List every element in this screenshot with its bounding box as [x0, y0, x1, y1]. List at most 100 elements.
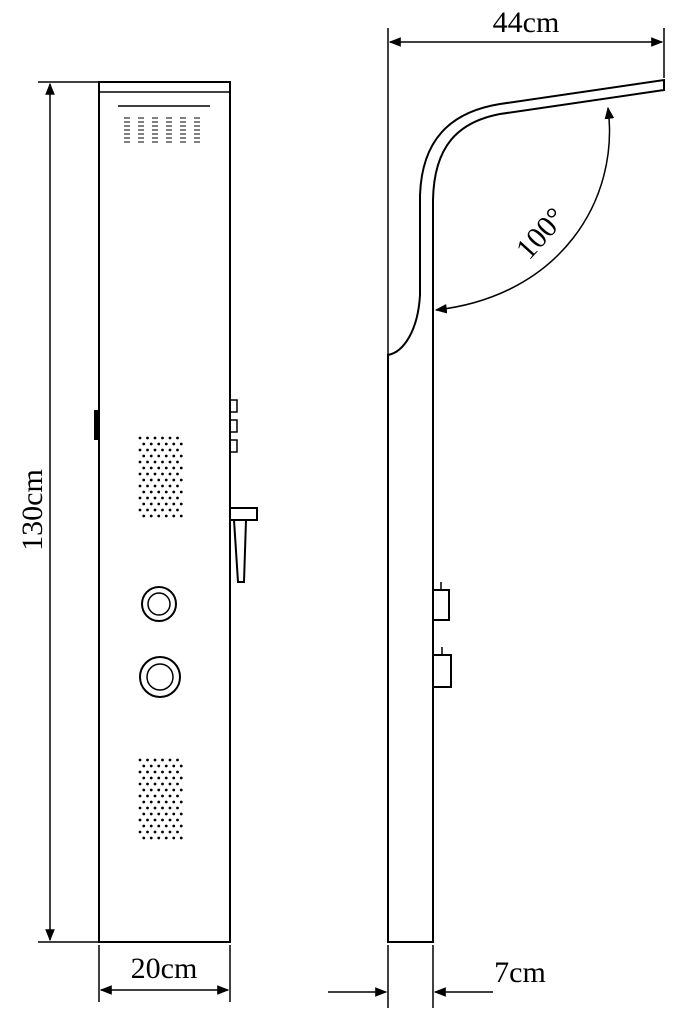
massage-jet-nozzle — [138, 508, 142, 512]
massage-jet-nozzle — [157, 442, 161, 446]
massage-jet-nozzle — [161, 508, 164, 512]
massage-jet-nozzle — [146, 806, 149, 810]
massage-jet-nozzle — [157, 812, 161, 816]
massage-jet-nozzle — [142, 824, 146, 828]
massage-jet-nozzle — [153, 770, 157, 774]
massage-jet-nozzle — [168, 818, 172, 822]
massage-jet-nozzle — [168, 472, 172, 476]
massage-jet-nozzle — [157, 764, 161, 768]
massage-jet-nozzle — [179, 776, 183, 780]
massage-jet-nozzle — [153, 472, 157, 476]
massage-jet-nozzle — [138, 436, 142, 440]
massage-jet-nozzle — [149, 454, 153, 458]
massage-jet-nozzle — [168, 484, 172, 488]
massage-jet-nozzle — [161, 758, 164, 762]
massage-jet-nozzle — [157, 824, 161, 828]
massage-jet-nozzle — [146, 830, 149, 834]
arm-angle-dimension: 100° — [434, 106, 615, 314]
massage-jet-nozzle — [176, 806, 179, 810]
massage-jet-nozzle — [142, 478, 146, 482]
massage-jet-nozzle — [153, 806, 157, 810]
massage-jet-nozzle — [153, 496, 157, 500]
massage-jet-nozzle — [168, 770, 172, 774]
massage-jet-nozzle — [149, 514, 153, 518]
massage-jet-nozzle — [157, 466, 161, 470]
massage-jet-nozzle — [164, 800, 168, 804]
massage-jet-nozzle — [176, 830, 179, 834]
massage-jet-nozzle — [179, 442, 183, 446]
massage-jet-nozzle — [146, 818, 149, 822]
massage-jet-nozzle — [172, 812, 176, 816]
massage-jet-nozzle — [149, 800, 153, 804]
massage-jet-nozzle — [138, 460, 142, 464]
massage-jet-nozzle — [153, 508, 157, 512]
massage-jet-nozzle — [179, 514, 183, 518]
massage-jet-nozzle — [142, 442, 146, 446]
massage-jet-nozzle — [164, 812, 168, 816]
massage-jet-nozzle — [161, 830, 164, 834]
massage-jet-nozzle — [146, 770, 149, 774]
massage-jet-nozzle — [176, 484, 179, 488]
side-panel-outline — [387, 78, 665, 943]
massage-jet-nozzle — [142, 836, 146, 840]
massage-jet-nozzle — [164, 478, 168, 482]
massage-jet-nozzle — [157, 800, 161, 804]
front-width-dimension: 20cm — [98, 945, 231, 1002]
massage-jet-nozzle — [142, 788, 146, 792]
massage-jet-nozzle — [138, 782, 142, 786]
massage-jet-nozzle — [153, 448, 157, 452]
arm-length-dimension-label: 44cm — [493, 6, 560, 39]
massage-jet-nozzle — [176, 818, 179, 822]
massage-jet-nozzle — [153, 758, 157, 762]
massage-jet-nozzle — [157, 514, 161, 518]
massage-jet-nozzle — [161, 472, 164, 476]
massage-jet-nozzle — [172, 800, 176, 804]
massage-jet-nozzle — [149, 824, 153, 828]
massage-jet-nozzle — [153, 484, 157, 488]
massage-jet-nozzle — [176, 496, 179, 500]
massage-jet-nozzle — [176, 448, 179, 452]
lower-massage-jets — [138, 758, 183, 840]
massage-jet-nozzle — [157, 836, 161, 840]
massage-jet-nozzle — [172, 466, 176, 470]
rain-shower-nozzles — [124, 117, 200, 143]
massage-jet-nozzle — [149, 836, 153, 840]
massage-jet-nozzle — [168, 794, 172, 798]
height-dimension-label: 130cm — [16, 469, 49, 551]
massage-jet-nozzle — [157, 490, 161, 494]
massage-jet-nozzle — [157, 788, 161, 792]
massage-jet-nozzle — [149, 478, 153, 482]
massage-jet-nozzle — [176, 472, 179, 476]
massage-jet-nozzle — [157, 454, 161, 458]
massage-jet-nozzle — [149, 764, 153, 768]
massage-jet-nozzle — [146, 496, 149, 500]
massage-jet-nozzle — [161, 484, 164, 488]
massage-jet-nozzle — [157, 502, 161, 506]
massage-jet-nozzle — [168, 460, 172, 464]
massage-jet-nozzle — [172, 454, 176, 458]
side-depth-dimension: 7cm — [328, 945, 546, 1008]
massage-jet-nozzle — [179, 824, 183, 828]
massage-jet-nozzle — [138, 758, 142, 762]
massage-jet-nozzle — [146, 484, 149, 488]
massage-jet-nozzle — [153, 460, 157, 464]
massage-jet-nozzle — [172, 776, 176, 780]
upper-control-knob — [141, 586, 177, 622]
massage-jet-nozzle — [172, 502, 176, 506]
massage-jet-nozzle — [176, 794, 179, 798]
side-upper-fitting — [432, 582, 450, 621]
massage-jet-nozzle — [179, 466, 183, 470]
massage-jet-nozzle — [172, 478, 176, 482]
massage-jet-nozzle — [149, 490, 153, 494]
massage-jet-nozzle — [172, 824, 176, 828]
massage-jet-nozzle — [179, 490, 183, 494]
height-dimension: 130cm — [16, 81, 99, 943]
massage-jet-nozzle — [149, 812, 153, 816]
massage-jet-nozzle — [179, 764, 183, 768]
massage-jet-nozzle — [142, 490, 146, 494]
massage-jet-nozzle — [149, 442, 153, 446]
massage-jet-nozzle — [172, 764, 176, 768]
massage-jet-nozzle — [179, 812, 183, 816]
massage-jet-nozzle — [153, 794, 157, 798]
massage-jet-nozzle — [164, 788, 168, 792]
